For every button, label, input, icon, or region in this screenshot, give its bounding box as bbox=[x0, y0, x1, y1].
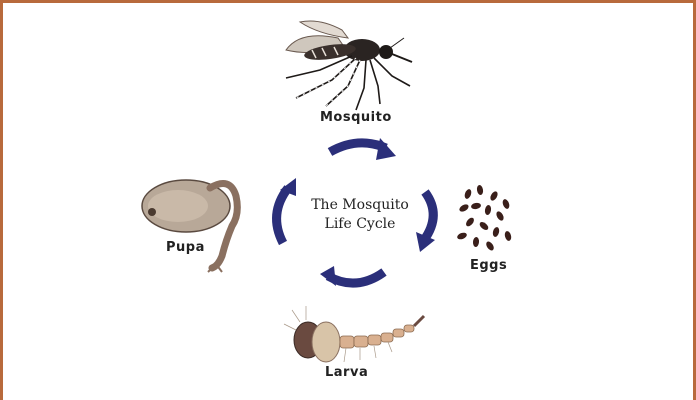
cycle-title-line-2: Life Cycle bbox=[290, 215, 430, 234]
stage-label-larva: Larva bbox=[325, 365, 368, 380]
pupa-illustration bbox=[142, 180, 237, 272]
stage-label-mosquito: Mosquito bbox=[320, 110, 392, 125]
cycle-title: The Mosquito Life Cycle bbox=[290, 196, 430, 234]
cycle-title-line-1: The Mosquito bbox=[290, 196, 430, 215]
arrow-larva-to-pupa-head bbox=[320, 266, 336, 286]
stage-label-pupa: Pupa bbox=[166, 240, 205, 255]
arrow-mosquito-to-eggs bbox=[330, 143, 386, 152]
arrow-pupa-to-mosquito bbox=[277, 188, 288, 243]
eggs-illustration bbox=[456, 185, 512, 252]
larva-illustration bbox=[284, 306, 424, 362]
stage-label-eggs: Eggs bbox=[470, 258, 507, 273]
arrow-larva-to-pupa bbox=[328, 272, 384, 283]
mosquito-illustration bbox=[286, 21, 412, 110]
